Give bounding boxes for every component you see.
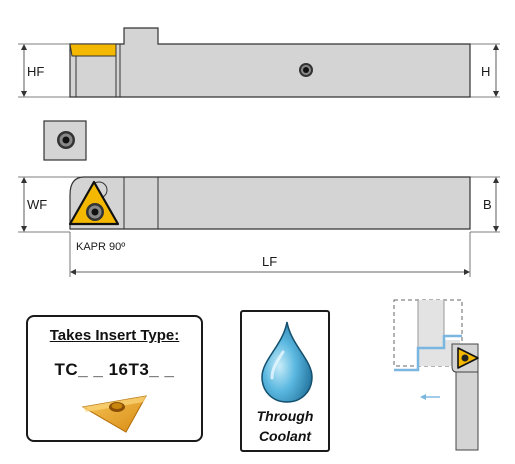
- plan-view: WF B KAPR 90º LF: [18, 176, 500, 277]
- dim-wf-label: WF: [27, 197, 47, 212]
- direction-arrow-icon: [420, 394, 440, 400]
- end-view: [43, 120, 87, 161]
- screw-icon: [299, 63, 313, 77]
- coolant-line-2: Coolant: [258, 428, 312, 444]
- insert-side-icon: [69, 43, 117, 57]
- operation-diagram: [393, 299, 479, 451]
- insert-triangle-icon: [68, 180, 120, 226]
- dim-hf-label: HF: [27, 64, 44, 79]
- holder-body-side: [69, 27, 471, 98]
- holder-body-plan: [69, 176, 471, 230]
- coolant-panel: Through Coolant: [240, 310, 330, 452]
- dim-b-label: B: [483, 197, 492, 212]
- side-view: HF H: [18, 27, 500, 98]
- screw-icon: [57, 131, 75, 149]
- kapr-label: KAPR 90º: [76, 241, 125, 253]
- insert-type-title: Takes Insert Type:: [49, 327, 180, 344]
- dim-h-label: H: [481, 64, 490, 79]
- insert-type-panel: Takes Insert Type: TC_ _ 16T3_ _: [26, 315, 203, 442]
- coolant-line-1: Through: [256, 408, 314, 424]
- dim-lf-label: LF: [262, 254, 277, 269]
- insert-type-code: TC_ _ 16T3_ _: [54, 360, 175, 379]
- insert-triangle-icon: [457, 347, 479, 369]
